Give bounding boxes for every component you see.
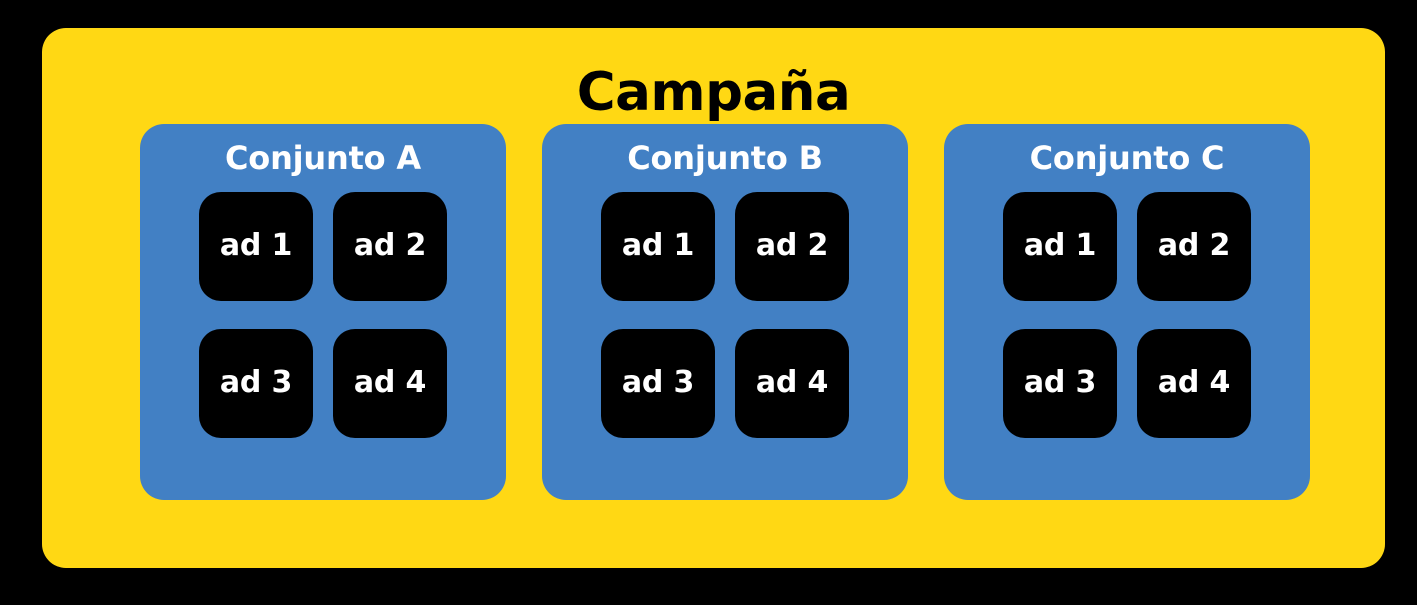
ad-tile: ad 2	[333, 191, 447, 301]
ad-label: ad 4	[755, 365, 829, 401]
adset-title-c: Conjunto C	[1029, 139, 1225, 177]
ads-grid-c: ad 1 ad 2 ad 3 ad 4	[1003, 191, 1251, 438]
ad-label: ad 1	[219, 228, 293, 264]
ad-tile: ad 4	[1137, 328, 1251, 438]
adset-title-b: Conjunto B	[627, 139, 823, 177]
ad-label: ad 4	[1157, 365, 1231, 401]
ads-grid-b: ad 1 ad 2 ad 3 ad 4	[601, 191, 849, 438]
ad-tile: ad 3	[199, 328, 313, 438]
adset-row: Conjunto A ad 1 ad 2 ad 3 ad 4	[140, 124, 1310, 500]
ad-tile: ad 3	[601, 328, 715, 438]
ad-tile: ad 1	[1003, 191, 1117, 301]
adset-panel-b: Conjunto B ad 1 ad 2 ad 3 ad 4	[542, 124, 908, 500]
ad-label: ad 3	[1023, 365, 1097, 401]
ad-label: ad 1	[1023, 228, 1097, 264]
campaign-container: Campaña Conjunto A ad 1 ad 2 ad 3 ad	[42, 28, 1385, 568]
ad-tile: ad 4	[333, 328, 447, 438]
ad-label: ad 4	[353, 365, 427, 401]
ad-tile: ad 2	[735, 191, 849, 301]
ad-label: ad 3	[621, 365, 695, 401]
ad-label: ad 2	[755, 228, 829, 264]
ad-tile: ad 3	[1003, 328, 1117, 438]
ad-tile: ad 2	[1137, 191, 1251, 301]
ad-label: ad 3	[219, 365, 293, 401]
adset-panel-a: Conjunto A ad 1 ad 2 ad 3 ad 4	[140, 124, 506, 500]
ad-label: ad 2	[1157, 228, 1231, 264]
ad-tile: ad 1	[601, 191, 715, 301]
ad-label: ad 2	[353, 228, 427, 264]
campaign-title: Campaña	[576, 62, 851, 123]
ads-grid-a: ad 1 ad 2 ad 3 ad 4	[199, 191, 447, 438]
ad-label: ad 1	[621, 228, 695, 264]
adset-panel-c: Conjunto C ad 1 ad 2 ad 3 ad 4	[944, 124, 1310, 500]
adset-title-a: Conjunto A	[225, 139, 421, 177]
ad-tile: ad 4	[735, 328, 849, 438]
ad-tile: ad 1	[199, 191, 313, 301]
